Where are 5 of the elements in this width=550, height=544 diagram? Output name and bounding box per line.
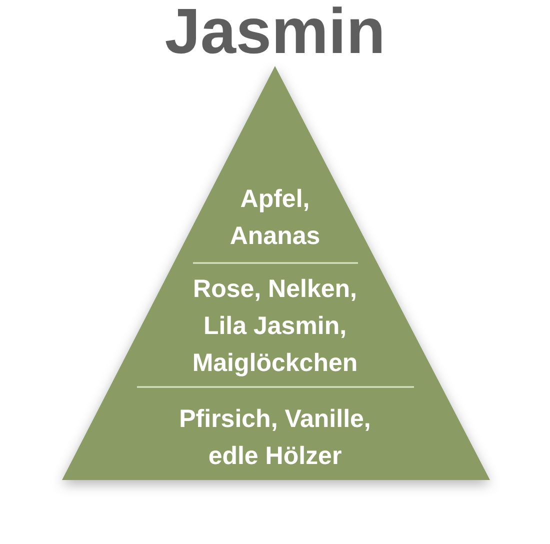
- diagram-title: Jasmin: [164, 0, 386, 62]
- tier-label: Apfel, Ananas: [228, 184, 322, 252]
- pyramid-triangle: [62, 66, 490, 480]
- tier-label: Rose, Nelken, Lila Jasmin, Maiglöckchen: [191, 274, 359, 379]
- tier-label: Pfirsich, Vanille, edle Hölzer: [178, 404, 372, 472]
